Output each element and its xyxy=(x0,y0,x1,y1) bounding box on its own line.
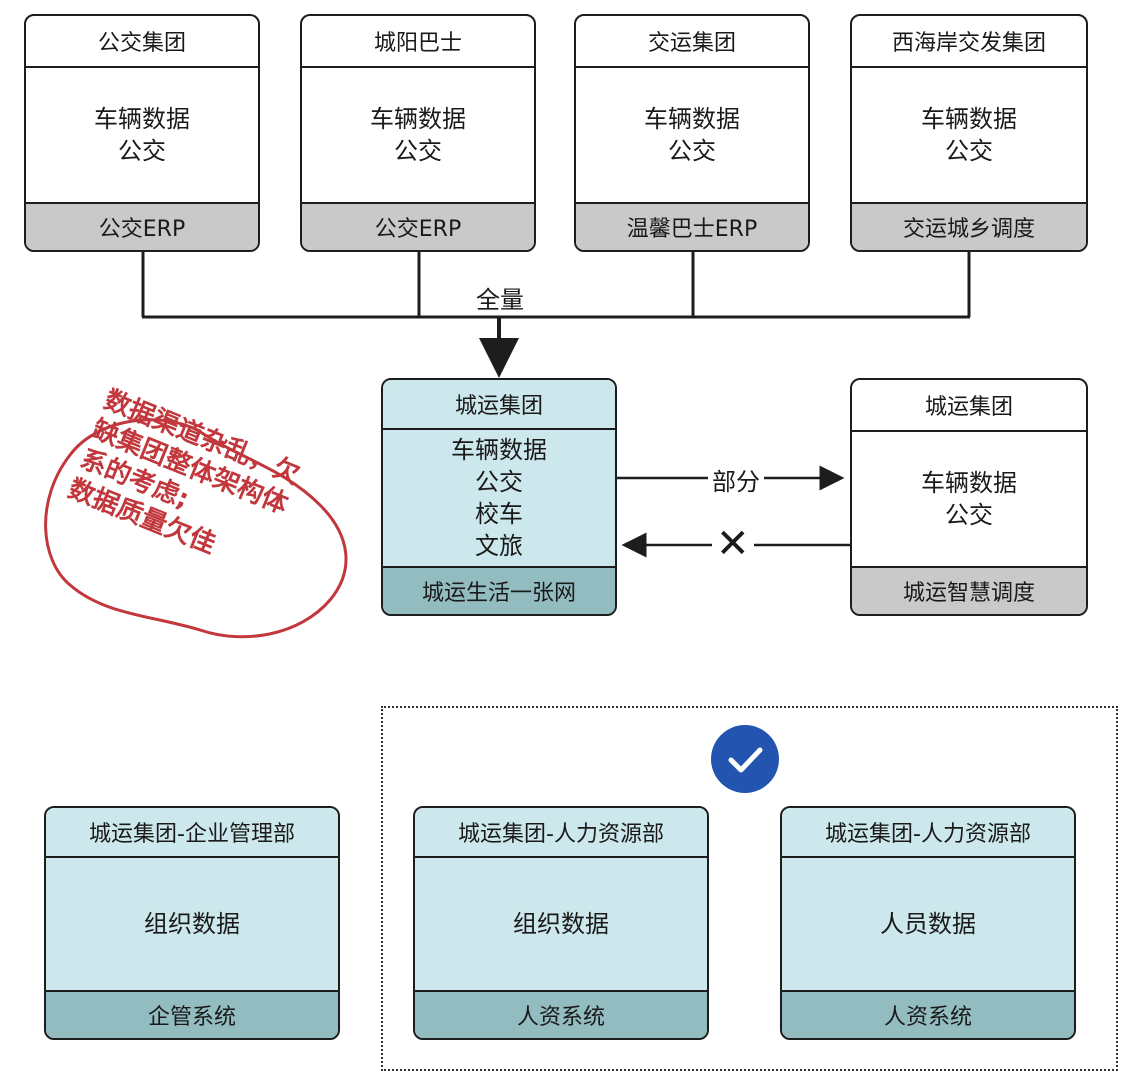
card-title: 西海岸交发集团 xyxy=(852,16,1086,68)
card-title: 城运集团-人力资源部 xyxy=(415,808,707,858)
card-system: 人资系统 xyxy=(415,990,707,1038)
note-blob xyxy=(44,418,348,639)
card-title: 城运集团 xyxy=(383,380,615,430)
card-body-line: 公交 xyxy=(394,137,442,165)
card-system: 公交ERP xyxy=(26,202,258,250)
check-circle-icon xyxy=(711,725,779,793)
bottom-card-3: 城运集团-人力资源部 人员数据 人资系统 xyxy=(780,806,1076,1040)
card-body-line: 人员数据 xyxy=(880,910,976,938)
right-card: 城运集团 车辆数据 公交 城运智慧调度 xyxy=(850,378,1088,616)
partial-label: 部分 xyxy=(708,462,764,497)
card-body-line: 车辆数据 xyxy=(451,436,547,464)
card-title: 公交集团 xyxy=(26,16,258,68)
card-body-line: 车辆数据 xyxy=(921,105,1017,133)
card-body: 组织数据 xyxy=(415,858,707,990)
source-card-3: 交运集团 车辆数据 公交 温馨巴士ERP xyxy=(574,14,810,252)
card-title: 交运集团 xyxy=(576,16,808,68)
card-system: 交运城乡调度 xyxy=(852,202,1086,250)
center-card: 城运集团 车辆数据 公交 校车 文旅 城运生活一张网 xyxy=(381,378,617,616)
card-body-line: 车辆数据 xyxy=(94,105,190,133)
card-title: 城运集团 xyxy=(852,380,1086,432)
card-title: 城运集团-企业管理部 xyxy=(46,808,338,858)
card-body-line: 校车 xyxy=(475,500,523,528)
card-body-line: 车辆数据 xyxy=(921,469,1017,497)
card-title: 城运集团-人力资源部 xyxy=(782,808,1074,858)
card-body: 车辆数据 公交 校车 文旅 xyxy=(383,430,615,566)
card-body-line: 文旅 xyxy=(475,532,523,560)
card-title: 城阳巴士 xyxy=(302,16,534,68)
source-card-2: 城阳巴士 车辆数据 公交 公交ERP xyxy=(300,14,536,252)
card-body: 人员数据 xyxy=(782,858,1074,990)
card-body: 车辆数据 公交 xyxy=(852,68,1086,202)
card-body-line: 公交 xyxy=(945,501,993,529)
blocked-mark: ✕ xyxy=(712,522,754,566)
card-body-line: 公交 xyxy=(945,137,993,165)
source-card-1: 公交集团 车辆数据 公交 公交ERP xyxy=(24,14,260,252)
card-body: 车辆数据 公交 xyxy=(852,432,1086,566)
card-body-line: 公交 xyxy=(668,137,716,165)
card-body-line: 组织数据 xyxy=(144,910,240,938)
merge-label: 全量 xyxy=(472,280,528,315)
card-system: 温馨巴士ERP xyxy=(576,202,808,250)
bottom-card-1: 城运集团-企业管理部 组织数据 企管系统 xyxy=(44,806,340,1040)
bottom-card-2: 城运集团-人力资源部 组织数据 人资系统 xyxy=(413,806,709,1040)
card-system: 企管系统 xyxy=(46,990,338,1038)
card-body-line: 车辆数据 xyxy=(370,105,466,133)
card-body-line: 公交 xyxy=(118,137,166,165)
card-system: 城运生活一张网 xyxy=(383,566,615,614)
card-body: 车辆数据 公交 xyxy=(576,68,808,202)
card-system: 人资系统 xyxy=(782,990,1074,1038)
card-body-line: 公交 xyxy=(475,468,523,496)
card-body-line: 组织数据 xyxy=(513,910,609,938)
card-body: 车辆数据 公交 xyxy=(302,68,534,202)
card-body: 组织数据 xyxy=(46,858,338,990)
card-body: 车辆数据 公交 xyxy=(26,68,258,202)
card-system: 城运智慧调度 xyxy=(852,566,1086,614)
card-system: 公交ERP xyxy=(302,202,534,250)
grouping-frame xyxy=(381,706,1118,1071)
source-card-4: 西海岸交发集团 车辆数据 公交 交运城乡调度 xyxy=(850,14,1088,252)
card-body-line: 车辆数据 xyxy=(644,105,740,133)
